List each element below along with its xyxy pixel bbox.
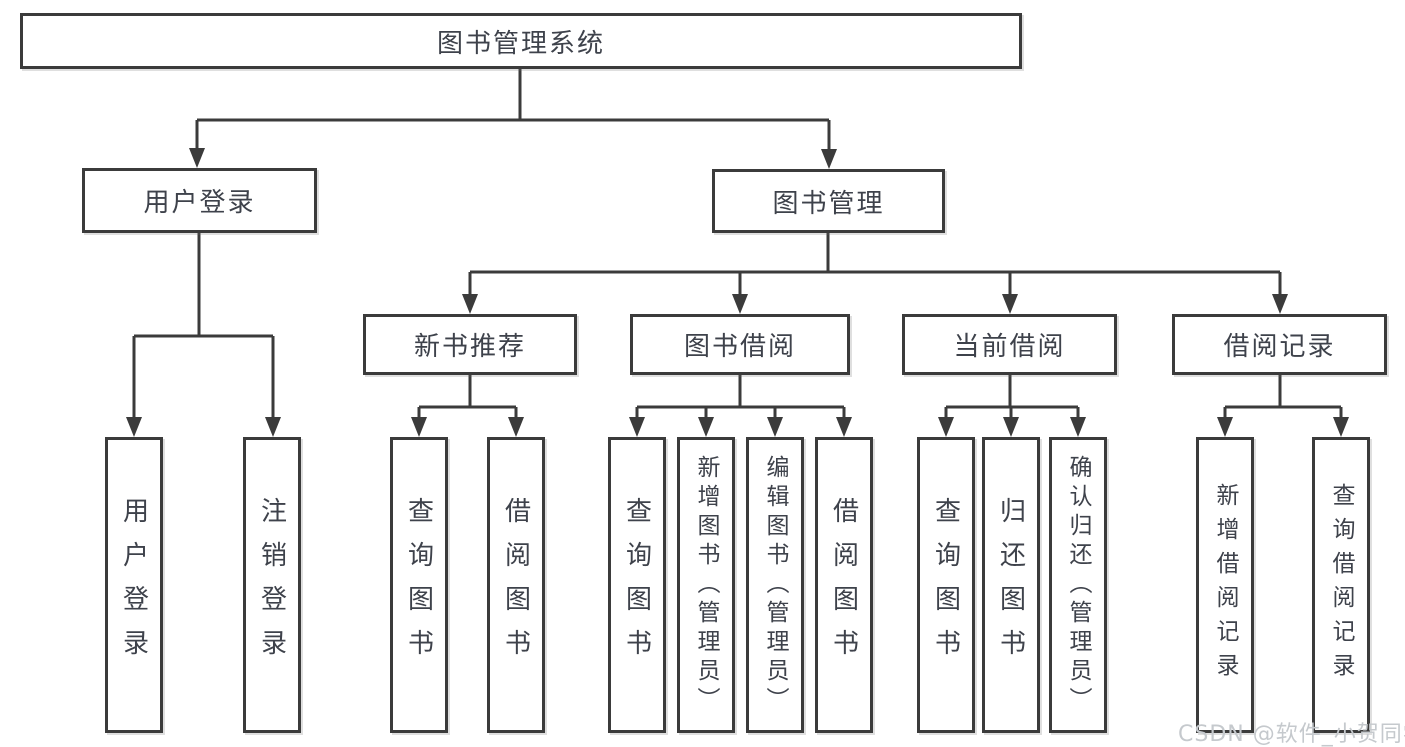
leaf-add-borrow-record: 新增借阅记录 <box>1196 437 1254 733</box>
node-label: 新增图书（管理员） <box>693 454 719 716</box>
arrowhead-icon <box>821 149 837 169</box>
node-label: 查询图书 <box>930 497 961 673</box>
arrowhead-icon <box>126 417 142 437</box>
node-label: 新增借阅记录 <box>1212 483 1238 687</box>
leaf-add-book-admin: 新增图书（管理员） <box>677 437 735 733</box>
arrowhead-icon <box>836 417 852 437</box>
arrowhead-icon <box>411 417 427 437</box>
arrowhead-icon <box>508 417 524 437</box>
arrowhead-icon <box>265 417 281 437</box>
node-label: 归还图书 <box>995 497 1026 673</box>
leaf-user-login: 用户登录 <box>105 437 163 733</box>
node-label: 当前借阅 <box>953 332 1066 362</box>
arrowhead-icon <box>1002 294 1018 314</box>
leaf-query-books-borrow: 查询图书 <box>608 437 666 733</box>
node-label: 用户登录 <box>143 188 256 218</box>
node-root-system: 图书管理系统 <box>20 13 1022 69</box>
node-label: 查询图书 <box>621 497 652 673</box>
leaf-borrow-books-recommend: 借阅图书 <box>487 437 545 733</box>
arrowhead-icon <box>462 294 478 314</box>
node-current-borrow: 当前借阅 <box>902 314 1117 375</box>
connector-records-to-leaves <box>1223 375 1343 419</box>
node-label: 借阅记录 <box>1223 332 1336 362</box>
arrowhead-icon <box>1333 417 1349 437</box>
node-label: 编辑图书（管理员） <box>762 454 788 716</box>
node-borrow-records: 借阅记录 <box>1172 314 1387 375</box>
node-user-login: 用户登录 <box>82 168 317 233</box>
arrowhead-icon <box>698 417 714 437</box>
csdn-watermark: CSDN @软件_小贺同学 <box>1178 722 1405 747</box>
leaf-query-borrow-record: 查询借阅记录 <box>1312 437 1370 733</box>
node-label: 查询借阅记录 <box>1328 483 1354 687</box>
node-label: 图书管理系统 <box>436 28 605 59</box>
leaf-query-books-current: 查询图书 <box>917 437 975 733</box>
leaf-borrow-books: 借阅图书 <box>815 437 873 733</box>
node-label: 借阅图书 <box>828 497 859 673</box>
connector-userlogin-to-leaves <box>132 233 275 419</box>
arrowhead-icon <box>1070 417 1086 437</box>
node-new-book-recommend: 新书推荐 <box>363 314 577 375</box>
node-label: 查询图书 <box>403 497 434 673</box>
leaf-edit-book-admin: 编辑图书（管理员） <box>746 437 804 733</box>
connector-bookmgmt-to-level3 <box>468 233 1282 296</box>
node-label: 确认归还（管理员） <box>1065 454 1091 716</box>
leaf-return-book: 归还图书 <box>982 437 1040 733</box>
arrowhead-icon <box>938 417 954 437</box>
arrowhead-icon <box>629 417 645 437</box>
arrowhead-icon <box>767 417 783 437</box>
node-label: 借阅图书 <box>500 497 531 673</box>
arrowhead-icon <box>732 294 748 314</box>
node-label: 新书推荐 <box>413 332 526 362</box>
node-label: 图书管理 <box>772 188 885 219</box>
connector-newbook-to-leaves <box>417 375 518 419</box>
leaf-logout: 注销登录 <box>243 437 301 733</box>
connector-root-to-level2 <box>195 69 831 151</box>
arrowhead-icon <box>1272 294 1288 314</box>
node-label: 用户登录 <box>118 497 149 673</box>
arrowhead-icon <box>1217 417 1233 437</box>
node-book-borrow: 图书借阅 <box>630 314 850 375</box>
arrowhead-icon <box>1003 417 1019 437</box>
connector-bookborrow-to-leaves <box>635 375 846 419</box>
arrowhead-icon <box>189 148 205 168</box>
node-label: 图书借阅 <box>683 332 796 362</box>
leaf-query-books-recommend: 查询图书 <box>390 437 448 733</box>
leaf-confirm-return-admin: 确认归还（管理员） <box>1049 437 1107 733</box>
node-book-management: 图书管理 <box>712 169 945 233</box>
node-label: 注销登录 <box>256 497 287 673</box>
connector-currentborrow-to-leaves <box>944 375 1080 419</box>
